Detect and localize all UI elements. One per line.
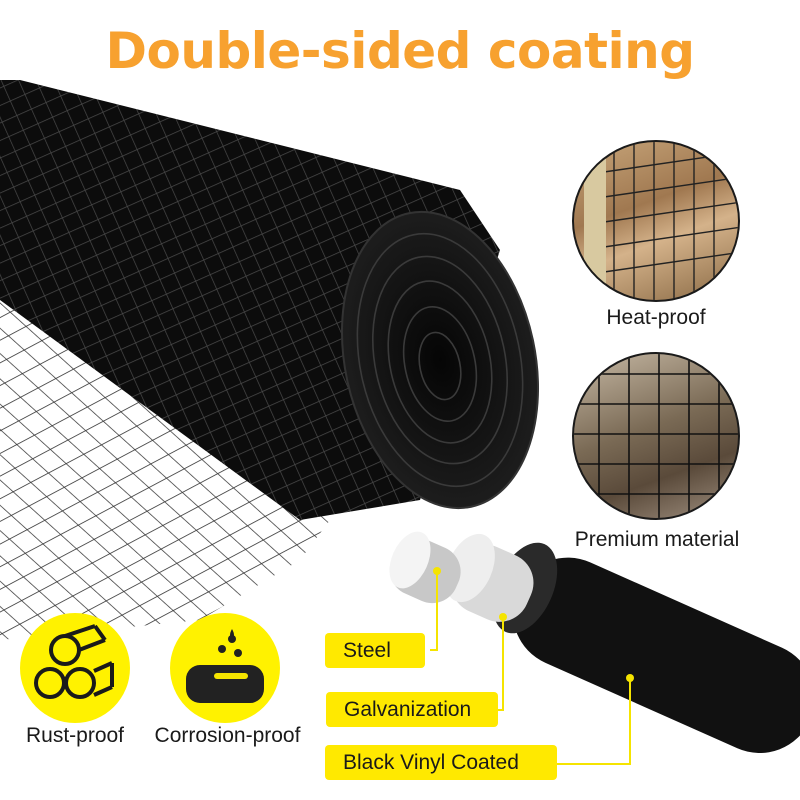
page-title: Double-sided coating [105,22,696,80]
feature-label-premium-material: Premium material [574,528,740,551]
feature-label-rust-proof: Rust-proof [25,724,125,747]
layer-label: Steel [343,638,391,662]
drops-bar-icon [170,613,280,723]
layer-tag-steel: Steel [325,633,425,668]
fence-photo-icon [572,140,740,302]
feature-label-corrosion-proof: Corrosion-proof [154,724,301,747]
feature-label-heat-proof: Heat-proof [606,306,706,329]
layer-tag-black-vinyl: Black Vinyl Coated [325,745,557,780]
layer-label: Galvanization [344,697,472,721]
layer-label: Black Vinyl Coated [343,750,519,774]
pipes-icon [20,613,130,723]
garden-mesh-photo-icon [572,352,740,520]
layer-tag-galvanization: Galvanization [326,692,498,727]
